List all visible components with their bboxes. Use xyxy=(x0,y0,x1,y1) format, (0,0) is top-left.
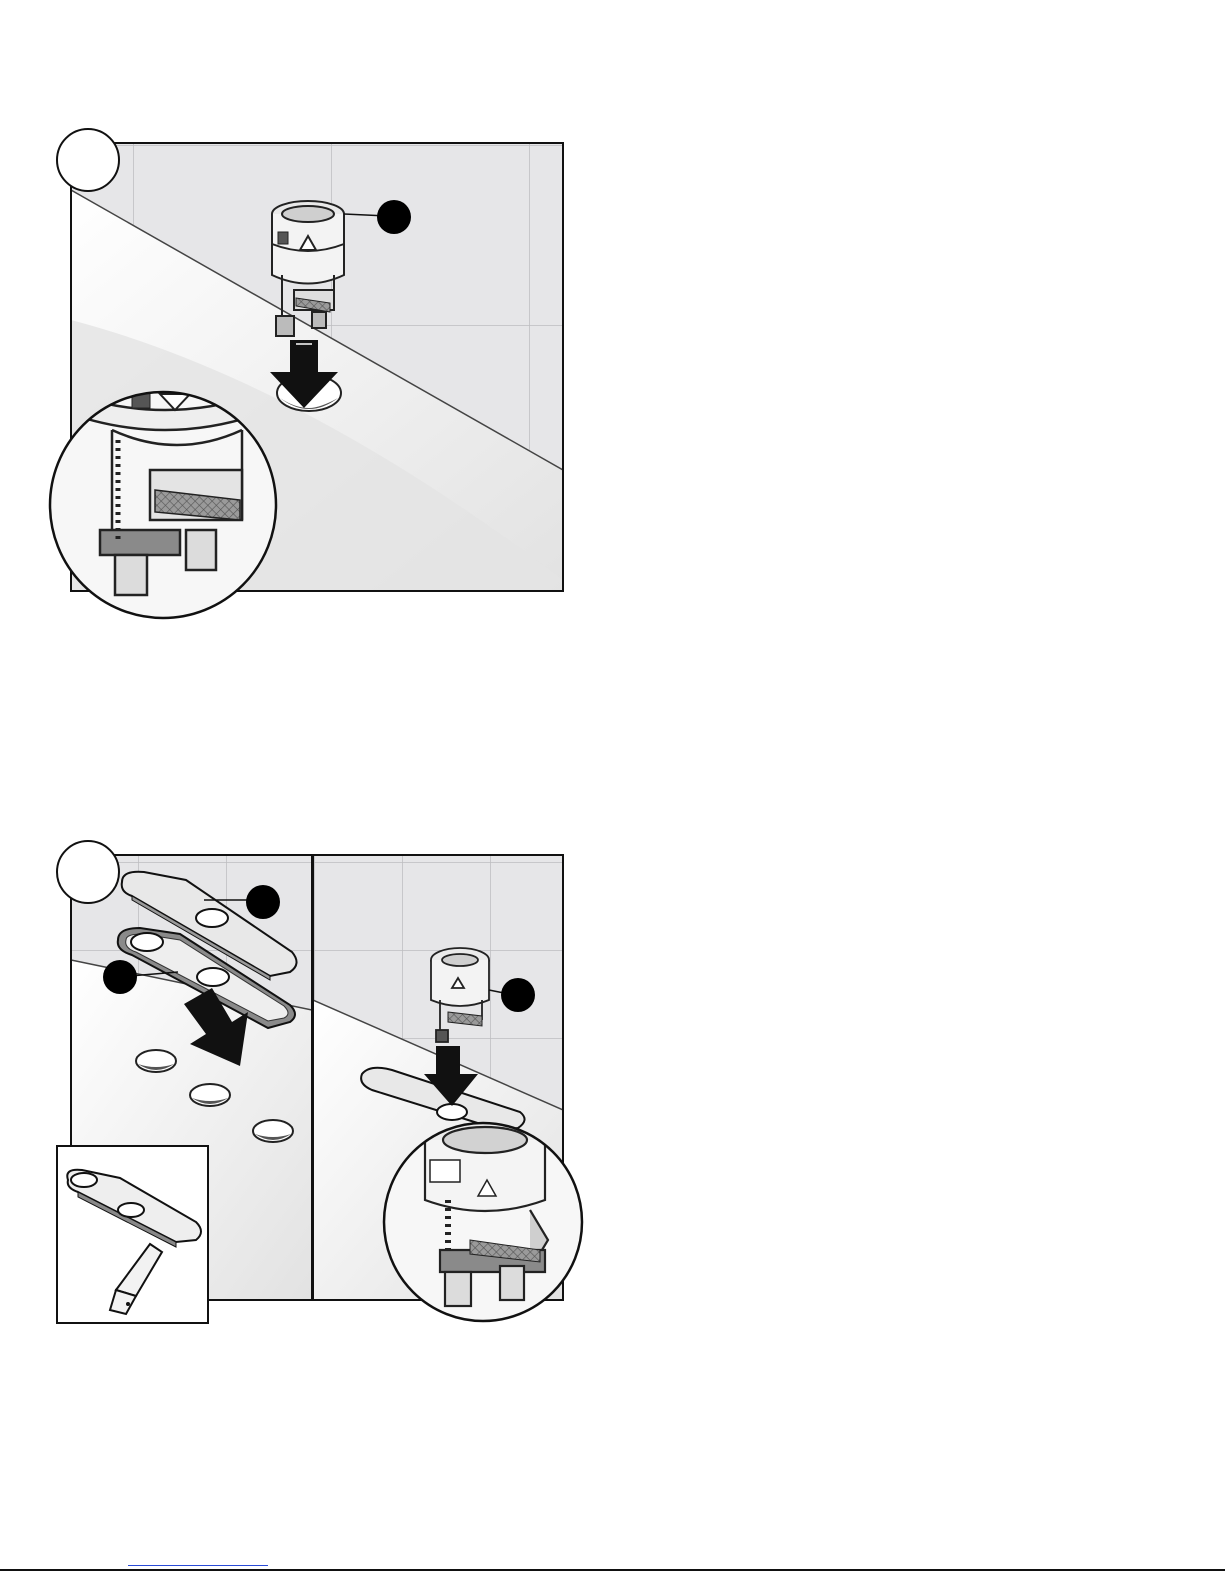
page-bottom-rule xyxy=(0,1569,1225,1571)
sealant-inset xyxy=(57,1146,208,1323)
escutcheon-plate-callout xyxy=(246,885,280,919)
detail-magnifier-1 xyxy=(50,390,276,618)
gasket-callout xyxy=(103,960,137,994)
step-badge-1 xyxy=(57,129,119,191)
valve-callout xyxy=(501,978,535,1012)
step-badge-2 xyxy=(57,841,119,903)
step-2-illustration xyxy=(57,841,582,1323)
valve-cartridge-callout xyxy=(377,200,411,234)
step-1-illustration xyxy=(50,129,563,618)
footer-link-underline[interactable] xyxy=(128,1565,268,1566)
